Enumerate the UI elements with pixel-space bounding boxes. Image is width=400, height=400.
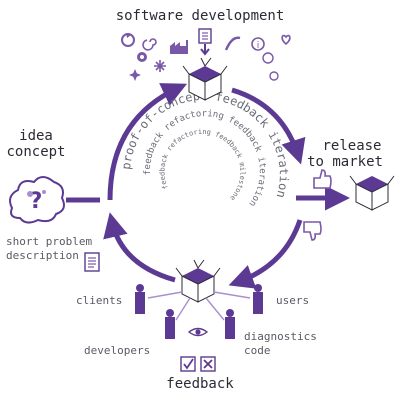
checkbox-icon bbox=[200, 356, 216, 372]
feedback-label: feedback bbox=[166, 376, 234, 392]
eye-icon bbox=[187, 327, 209, 337]
document-icon bbox=[198, 28, 212, 56]
person-icon bbox=[253, 284, 263, 314]
cycle-arrows bbox=[66, 83, 350, 289]
concept-label: concept bbox=[6, 144, 65, 160]
development-box bbox=[182, 57, 228, 101]
heart-icon bbox=[281, 34, 291, 46]
idea-label: idea bbox=[19, 128, 53, 144]
spiral-icon bbox=[142, 38, 157, 51]
thumbs-down-icon bbox=[303, 221, 322, 241]
star-icon bbox=[129, 69, 141, 81]
factory-icon bbox=[170, 40, 188, 54]
snowflake-icon bbox=[154, 60, 166, 72]
thumbs-up-icon bbox=[313, 169, 332, 189]
person-icon bbox=[225, 309, 235, 339]
person-icon bbox=[135, 284, 145, 314]
copyright-icon bbox=[262, 52, 274, 64]
clients-label: clients bbox=[76, 294, 122, 307]
people-figures bbox=[135, 284, 263, 339]
info-icon: i bbox=[251, 37, 265, 51]
svg-text:i: i bbox=[257, 41, 260, 51]
recycle-icon bbox=[121, 33, 135, 47]
gear-icon bbox=[137, 52, 147, 62]
to-market-label: to market bbox=[307, 154, 383, 170]
arrow-release-to-feedback bbox=[228, 219, 303, 289]
diagnostics-label: diagnostics bbox=[244, 330, 317, 343]
developers-label: developers bbox=[84, 344, 150, 357]
person-icon bbox=[165, 309, 175, 339]
question-mark: ? bbox=[30, 189, 43, 214]
release-box bbox=[349, 175, 395, 211]
arrow-idea-to-development bbox=[107, 83, 188, 201]
checkbox-icon bbox=[269, 71, 279, 81]
arrow-feedback-to-development bbox=[103, 212, 176, 283]
document-icon bbox=[84, 252, 100, 272]
feedback-box bbox=[175, 259, 221, 303]
arrow-development-to-release bbox=[231, 87, 306, 165]
software-development-label: software development bbox=[116, 8, 285, 24]
users-label: users bbox=[276, 294, 309, 307]
description-label: description bbox=[6, 249, 79, 262]
thought-cloud: ? bbox=[9, 176, 65, 224]
top-icons: i bbox=[121, 28, 291, 81]
paint-icon bbox=[224, 36, 241, 51]
release-label: release bbox=[322, 138, 381, 154]
code-label: code bbox=[244, 344, 271, 357]
short-problem-label: short problem bbox=[6, 235, 92, 248]
checkbox-icon bbox=[180, 356, 196, 372]
